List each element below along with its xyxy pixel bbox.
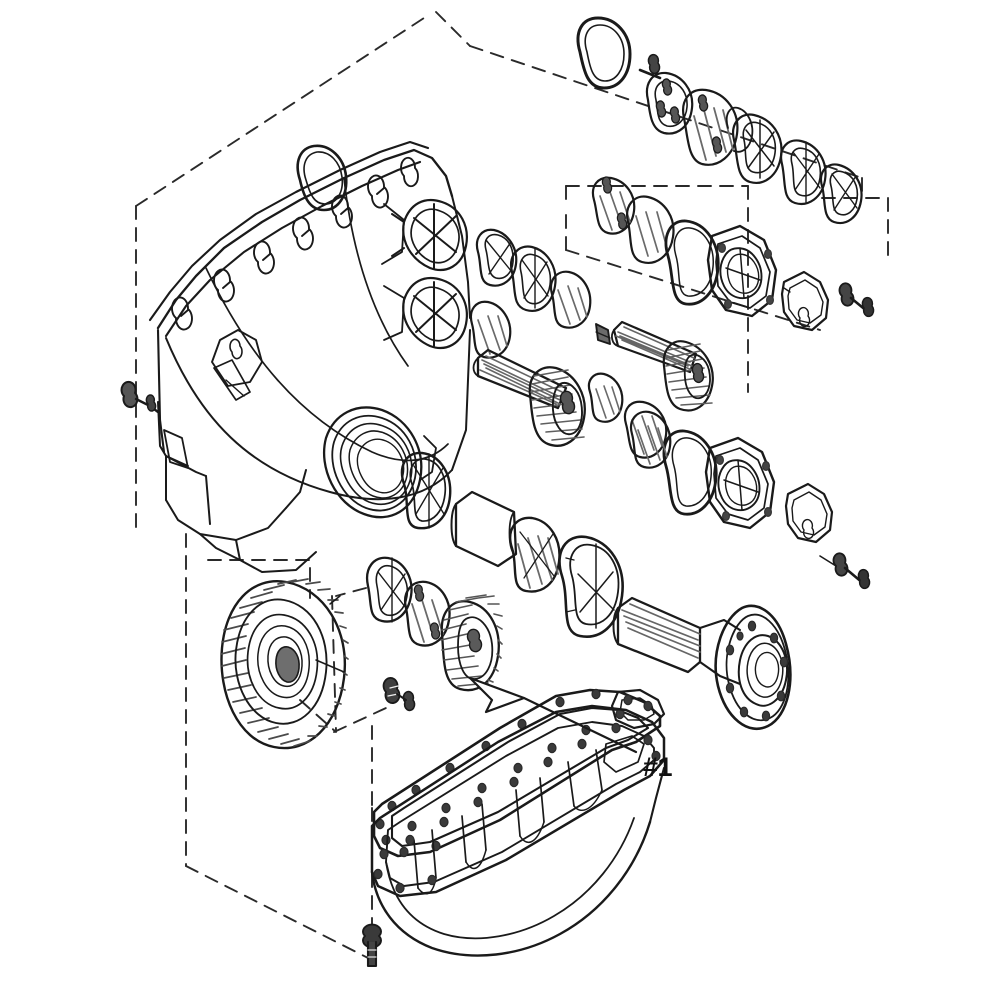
snap-ring-upper — [576, 16, 632, 90]
bearing-cone-c — [623, 400, 668, 459]
drive-gear-large — [220, 578, 349, 750]
output-shaft-flange — [612, 596, 792, 731]
idler-shaft-splined — [472, 348, 568, 410]
retainer-bolt — [838, 282, 875, 318]
small-bearing-stack-a — [365, 556, 413, 623]
bearing-race-upper-center — [475, 228, 518, 287]
oil-pan — [370, 704, 666, 957]
o-ring-lower-retainer — [662, 429, 718, 516]
pan-bolt-b — [396, 690, 416, 712]
idler-bearing-a — [469, 300, 512, 359]
needle-bearing-mid — [629, 410, 672, 469]
pinion-gear-small — [440, 594, 503, 692]
input-shaft-gear — [662, 340, 714, 412]
lower-retainer-gasket — [784, 482, 834, 544]
lower-retainer-bolt — [819, 552, 871, 590]
group-box-second-retainer — [565, 249, 821, 331]
case-side-plug — [120, 380, 160, 414]
bearing-cone-b — [591, 176, 636, 235]
callout-1-leader — [468, 676, 638, 754]
drain-plug — [362, 923, 382, 968]
pan-bolt-a — [382, 677, 401, 704]
bearing-race-output — [558, 535, 624, 638]
idler-shaft-gear — [528, 366, 586, 447]
callout-label-1: #1 — [643, 752, 673, 782]
pin-center — [595, 323, 611, 345]
spacer-sleeve-output — [450, 490, 518, 568]
thrust-washer-a — [780, 139, 827, 205]
bearing-cone-a — [645, 71, 694, 135]
group-box-main-housing — [135, 17, 425, 535]
group-box-lower-right — [299, 699, 387, 733]
bearing-retainer-cap — [706, 224, 778, 318]
roller-bearing-a — [682, 88, 754, 166]
oil-pan-gasket — [372, 688, 666, 858]
spacer-ring-mid — [587, 372, 624, 423]
needle-bearing-center — [549, 270, 592, 329]
retainer-gasket — [780, 270, 830, 332]
input-shaft-splined — [611, 320, 698, 374]
spacer-ring-center-a — [510, 245, 557, 312]
bearing-cone-output — [509, 516, 561, 593]
case-flange-o-ring — [296, 144, 348, 212]
o-ring-retainer — [664, 219, 720, 306]
lower-retainer-cap — [704, 436, 776, 530]
spacer-sleeve-upper — [819, 163, 863, 225]
retaining-ring-a — [638, 53, 662, 80]
output-seal-ring — [400, 451, 452, 530]
main-case-housing — [148, 140, 471, 573]
group-box-bearing-retainer — [565, 185, 889, 393]
